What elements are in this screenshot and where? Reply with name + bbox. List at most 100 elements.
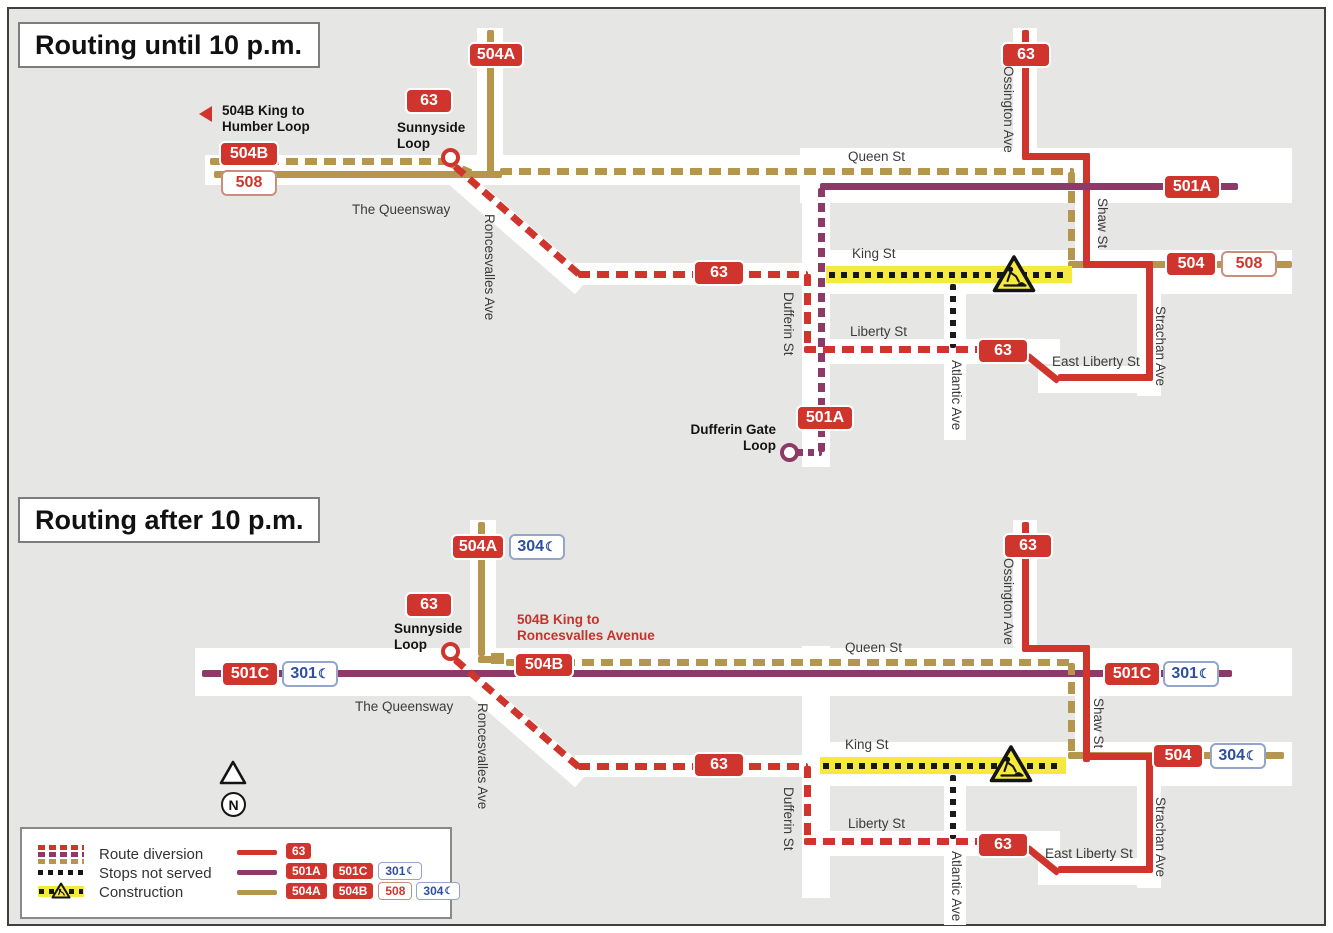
street-label: Queen St [845,640,903,655]
badge-text: 504A [292,884,321,898]
construction-icon [992,254,1036,294]
route-line-red [1083,645,1090,762]
route-badge-301: 301☾ [1163,661,1219,687]
route-badge-501c: 501C [1103,661,1161,687]
street-label: Dufferin St [780,292,796,356]
route-line-black [950,775,956,839]
direction-arrow-icon [199,106,212,122]
badge-text: 301 [1171,665,1199,682]
route-badge-63: 63 [405,592,453,618]
legend-label-route-diversion: Route diversion [99,846,204,863]
route-line-gold [506,659,1074,666]
legend-route-badge-63: 63 [285,842,313,860]
route-badge-504b: 504B [219,141,279,167]
badge-text: 63 [710,264,728,281]
badge-text: 304 [423,884,444,898]
badge-text: 504A [476,46,516,63]
route-line-red [1146,753,1153,873]
badge-text: 501C [1112,665,1152,682]
badge-text: 63 [420,596,438,613]
badge-text: 501C [230,665,270,682]
badge-text: 301 [290,665,318,682]
street-label: The Queensway [355,699,454,714]
badge-text: 504B [229,145,269,162]
route-badge-504b: 504B [514,652,574,678]
route-badge-63: 63 [977,338,1029,364]
route-line-red [804,346,980,353]
route-badge-63: 63 [693,260,745,286]
route-line-red [804,838,980,845]
legend-label-stops-not-served: Stops not served [99,865,212,882]
route-line-gold [478,522,485,656]
route-badge-63: 63 [693,752,745,778]
street-label: Sunnyside Loop [394,621,463,652]
street-label: Ossington Ave [1000,558,1016,645]
route-63-line-sample [237,850,277,855]
badge-text: 508 [235,174,263,191]
route-line-red [1083,153,1090,268]
road-band [944,282,966,440]
street-label: Liberty St [850,324,908,339]
route-badge-508: 508 [221,170,277,196]
loop-marker [441,148,460,167]
badge-text: 304 [1218,747,1246,764]
street-label: Shaw St [1094,198,1110,249]
badge-text: 501A [292,864,321,878]
badge-text: 504B [524,656,564,673]
route-line-red [804,766,811,842]
street-label: Sunnyside Loop [397,120,466,151]
street-label: 504B King to Humber Loop [222,103,310,134]
route-line-red [1022,645,1090,652]
legend-route-badge-501c: 501C [331,862,375,880]
street-label: East Liberty St [1045,846,1133,861]
route-badge-501c: 501C [221,661,279,687]
night-service-moon-icon: ☾ [318,665,330,681]
legend-badges-504: 504A 504B 508 304☾ [285,882,464,900]
route-line-red [1058,374,1150,381]
route-501-line-sample [237,870,277,875]
street-label: The Queensway [352,202,451,217]
legend-badges-63: 63 [285,842,316,860]
badge-text: 63 [1017,46,1035,63]
route-line-gold [210,158,450,165]
route-badge-504: 504 [1165,251,1217,277]
route-line-purple [818,188,825,452]
legend-label-construction: Construction [99,884,184,901]
route-line-red [1058,866,1150,873]
loop-marker [441,642,460,661]
route-line-purple [820,183,1238,190]
route-line-red [804,274,811,350]
route-line-gold [500,168,1074,175]
badge-text: 301 [385,864,406,878]
legend-route-badge-504b: 504B [331,882,375,900]
badge-text: 504B [338,884,368,898]
route-line-red [1083,261,1153,268]
street-label: Dufferin St [780,787,796,851]
route-line-purple [202,670,1232,677]
street-label: Ossington Ave [1000,66,1016,153]
construction-legend-icon [38,882,84,899]
legend: Route diversion Stops not served Constru… [20,827,461,919]
badge-text: 508 [385,884,406,898]
night-service-moon-icon: ☾ [1246,747,1258,763]
route-badge-501a: 501A [796,405,854,431]
route-line-red [1022,30,1029,160]
legend-route-badge-301: 301☾ [378,862,423,880]
terminus-marker [491,653,504,664]
north-indicator: N [219,760,249,817]
route-line-red [1146,261,1153,381]
legend-route-badge-304: 304☾ [416,882,461,900]
badge-text: 504 [1164,747,1192,764]
route-line-gold [1068,663,1075,757]
night-service-moon-icon: ☾ [545,538,557,554]
street-label: Dufferin Gate Loop [690,422,776,453]
route-line-black [950,284,956,348]
north-arrow-icon [219,760,247,785]
construction-icon [989,744,1033,784]
route-line-red [1083,753,1153,760]
route-badge-63: 63 [977,832,1029,858]
street-label: 504B King to Roncesvalles Avenue [517,612,655,643]
badge-text: 304 [517,538,545,555]
